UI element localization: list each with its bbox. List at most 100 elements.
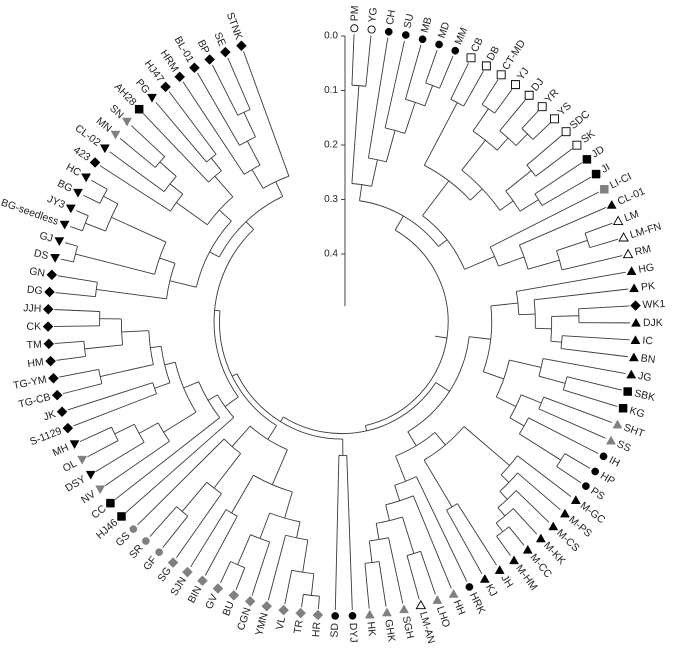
square-open-marker-icon xyxy=(496,70,506,80)
branch-radial xyxy=(368,540,373,563)
branch-radial xyxy=(84,195,101,204)
leaf-label: SK xyxy=(579,128,597,146)
branch-arc xyxy=(237,109,251,116)
leaf-LI-CI: LI-CI xyxy=(597,171,634,194)
branch-radial xyxy=(121,330,149,333)
diamond-gray-marker-icon xyxy=(278,604,289,616)
diamond-marker-icon xyxy=(42,321,54,332)
leaf-branch xyxy=(204,573,207,576)
branch-radial xyxy=(420,551,436,593)
tri-up-gray-marker-icon xyxy=(448,588,459,598)
leaf-label: YG xyxy=(366,7,379,23)
branch-radial xyxy=(515,133,528,146)
tri-up-gray-marker-icon xyxy=(399,604,409,614)
leaf-RM: RM xyxy=(620,243,652,258)
tri-up-marker-icon xyxy=(626,266,637,275)
branch-radial xyxy=(56,340,85,344)
leaf-KG: KG xyxy=(615,403,646,420)
leaf-label: GN xyxy=(28,265,45,279)
leaf-label: RM xyxy=(634,243,653,258)
leaf-HG: HG xyxy=(623,261,655,276)
branch-radial xyxy=(521,112,538,129)
leaf-BG: BG xyxy=(55,177,86,198)
branch-radial xyxy=(101,166,171,212)
diamond-marker-icon xyxy=(174,71,186,83)
leaf-PK: PK xyxy=(626,280,656,294)
leaf-label: IH xyxy=(607,454,622,469)
leaf-label: PK xyxy=(640,280,655,294)
branch-radial xyxy=(224,396,239,407)
leaf-label: JD xyxy=(589,143,607,160)
branch-radial xyxy=(435,382,450,392)
leaf-branch xyxy=(588,467,591,469)
tri-up-gray-marker-icon xyxy=(364,609,375,619)
branch-radial xyxy=(500,474,510,483)
tri-down-marker-icon xyxy=(73,188,83,198)
branch-radial xyxy=(318,596,320,608)
tri-down-marker-icon xyxy=(50,254,61,263)
branch-radial xyxy=(259,512,271,539)
branch-radial xyxy=(271,449,288,485)
branch-radial xyxy=(164,361,176,366)
branch-radial xyxy=(220,561,231,582)
branch-radial xyxy=(243,112,256,138)
branch-radial xyxy=(103,195,119,205)
leaf-label: DG xyxy=(26,284,43,298)
leaf-SBK: SBK xyxy=(619,387,656,404)
branch-radial xyxy=(371,159,378,187)
leaf-CK: CK xyxy=(26,321,57,333)
branch-arc xyxy=(213,229,254,398)
diamond-gray-marker-icon xyxy=(261,600,273,612)
branch-radial xyxy=(384,42,405,129)
leaf-BN: BN xyxy=(625,352,656,366)
branch-radial xyxy=(310,573,315,596)
leaf-STNK: STNK xyxy=(224,11,247,54)
branch-arc xyxy=(133,424,145,443)
branch-radial xyxy=(159,161,177,177)
leaf-SGH: SGH xyxy=(399,601,416,640)
square-marker-icon xyxy=(117,512,126,521)
branch-radial xyxy=(205,515,238,574)
leaf-JG: JG xyxy=(623,369,652,384)
leaf-BP: BP xyxy=(195,38,216,67)
branch-radial xyxy=(422,180,450,216)
leaf-label: HP xyxy=(598,470,617,488)
leaf-branch xyxy=(119,138,122,140)
leaf-label: MM xyxy=(452,26,470,47)
branch-radial xyxy=(534,288,627,301)
branch-arc xyxy=(365,229,449,426)
leaf-DG: DG xyxy=(26,284,58,298)
branch-arc xyxy=(111,426,119,441)
branch-radial xyxy=(121,139,156,168)
leaf-label: JH xyxy=(498,573,515,590)
branch-radial xyxy=(402,516,415,554)
branch-radial xyxy=(212,66,239,116)
tri-up-marker-icon xyxy=(628,352,639,362)
leaf-label: LHO xyxy=(434,605,452,629)
leaf-label: MD xyxy=(436,20,453,40)
diamond-marker-icon xyxy=(62,422,74,434)
leaf-branch xyxy=(155,101,158,105)
branch-radial xyxy=(154,382,171,389)
leaf-branch xyxy=(267,598,270,601)
branch-radial xyxy=(351,85,360,184)
leaf-JK: JK xyxy=(42,406,70,423)
branch-radial xyxy=(404,102,416,134)
leaf-label: BIN xyxy=(186,584,205,605)
branch-radial xyxy=(541,177,590,206)
diamond-marker-icon xyxy=(43,338,55,350)
branch-arc xyxy=(368,157,387,163)
circle-marker-icon xyxy=(599,452,608,461)
tri-up-marker-icon xyxy=(570,495,581,504)
branch-radial xyxy=(359,184,363,201)
leaf-branch xyxy=(87,455,90,458)
branch-radial xyxy=(364,425,368,431)
tri-up-gray-marker-icon xyxy=(612,419,623,429)
branch-radial xyxy=(589,239,617,249)
circle-gray-marker-icon xyxy=(129,525,138,533)
branch-radial xyxy=(412,495,451,587)
tri-up-marker-icon xyxy=(626,369,637,379)
branch-arc xyxy=(499,130,517,146)
branch-radial xyxy=(564,453,589,468)
leaf-label: SG xyxy=(155,565,174,584)
